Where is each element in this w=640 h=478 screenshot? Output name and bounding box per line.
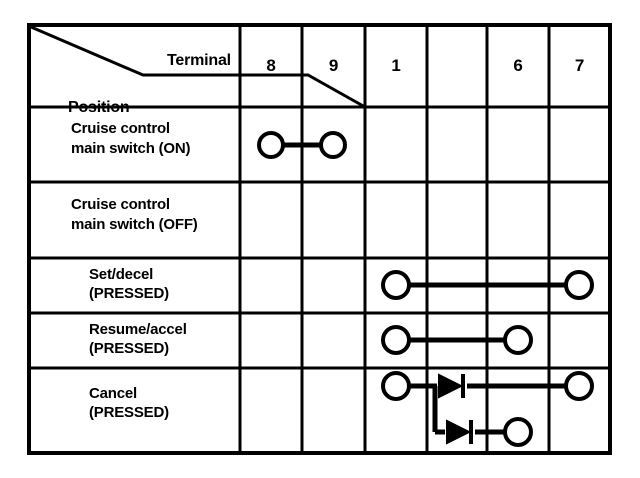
terminal-node-1 — [381, 325, 411, 355]
terminal-node-6 — [503, 417, 533, 447]
header-diagonal-divider — [30, 25, 366, 109]
row-set-decel-connection — [381, 270, 594, 300]
row-label-resume-accel-line1: Resume/accel — [89, 321, 187, 338]
row-label-cancel-line1: Cancel — [89, 385, 137, 402]
terminal-node-6 — [503, 325, 533, 355]
row-main-on-connection — [257, 131, 347, 159]
row-cancel-connection — [381, 371, 594, 447]
row-label-main-on-line1: Cruise control — [71, 120, 170, 137]
column-header-7: 7 — [574, 56, 585, 75]
continuity-table: Terminal Position 8 9 1 6 7 Cruise contr… — [27, 23, 612, 455]
terminal-node-1 — [381, 371, 411, 401]
row-dividers — [29, 105, 610, 370]
diode-icon-lower — [446, 419, 472, 445]
column-header-8: 8 — [266, 56, 276, 75]
row-label-main-on-line2: main switch (ON) — [71, 140, 191, 157]
diode-icon-upper — [438, 373, 464, 399]
row-label-set-decel-line1: Set/decel — [89, 266, 154, 283]
column-header-6: 6 — [513, 56, 523, 75]
row-label-main-off-line1: Cruise control — [71, 196, 170, 213]
header-position-label: Position — [68, 99, 130, 116]
row-label-set-decel-line2: (PRESSED) — [89, 285, 169, 302]
terminal-node-9 — [319, 131, 347, 159]
column-dividers — [238, 25, 551, 453]
row-label-resume-accel-line2: (PRESSED) — [89, 340, 169, 357]
row-label-main-off-line2: main switch (OFF) — [71, 216, 198, 233]
table-grid-and-symbols — [27, 23, 612, 455]
terminal-node-8 — [257, 131, 285, 159]
terminal-node-7 — [564, 270, 594, 300]
row-resume-accel-connection — [381, 325, 533, 355]
terminal-node-1 — [381, 270, 411, 300]
column-header-9: 9 — [328, 56, 339, 75]
terminal-node-7 — [564, 371, 594, 401]
table-outer-border — [27, 23, 612, 455]
column-header-1: 1 — [391, 56, 401, 75]
header-terminal-label: Terminal — [167, 52, 231, 69]
row-label-cancel-line2: (PRESSED) — [89, 404, 169, 421]
